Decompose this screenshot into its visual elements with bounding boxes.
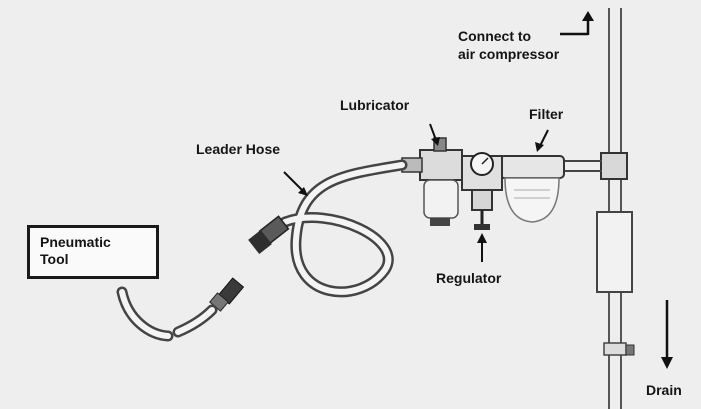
lubricator-pointer	[429, 123, 440, 146]
hose-coupler	[248, 215, 290, 255]
regulator-pointer	[477, 233, 487, 262]
connect-to-compressor-label: Connect to air compressor	[458, 28, 560, 62]
drain-label: Drain	[646, 382, 682, 398]
regulator-label: Regulator	[436, 270, 502, 286]
filter-pointer	[535, 129, 549, 152]
connect-arrow-icon	[560, 11, 594, 36]
drain-canister	[596, 211, 633, 293]
branch-pipe	[560, 160, 602, 172]
leader-hose-label: Leader Hose	[196, 141, 281, 157]
filter-label: Filter	[529, 106, 564, 122]
tee-fitting	[600, 152, 628, 180]
drain-arrow-icon	[661, 300, 673, 369]
supply-pipe	[608, 8, 622, 409]
drain-valve	[603, 342, 635, 356]
regulator-unit	[461, 152, 503, 230]
filter-unit	[499, 155, 565, 223]
pneumatic-tool-label: Pneumatic Tool	[40, 234, 111, 267]
leader-hose-pointer	[283, 171, 308, 196]
lubricator-unit	[419, 137, 463, 226]
pneumatic-tool-box: Pneumatic Tool	[27, 225, 159, 279]
tool-whip-hose	[116, 286, 218, 342]
lubricator-label: Lubricator	[340, 97, 410, 113]
tool-plug	[209, 277, 245, 312]
leader-hose	[279, 159, 408, 298]
